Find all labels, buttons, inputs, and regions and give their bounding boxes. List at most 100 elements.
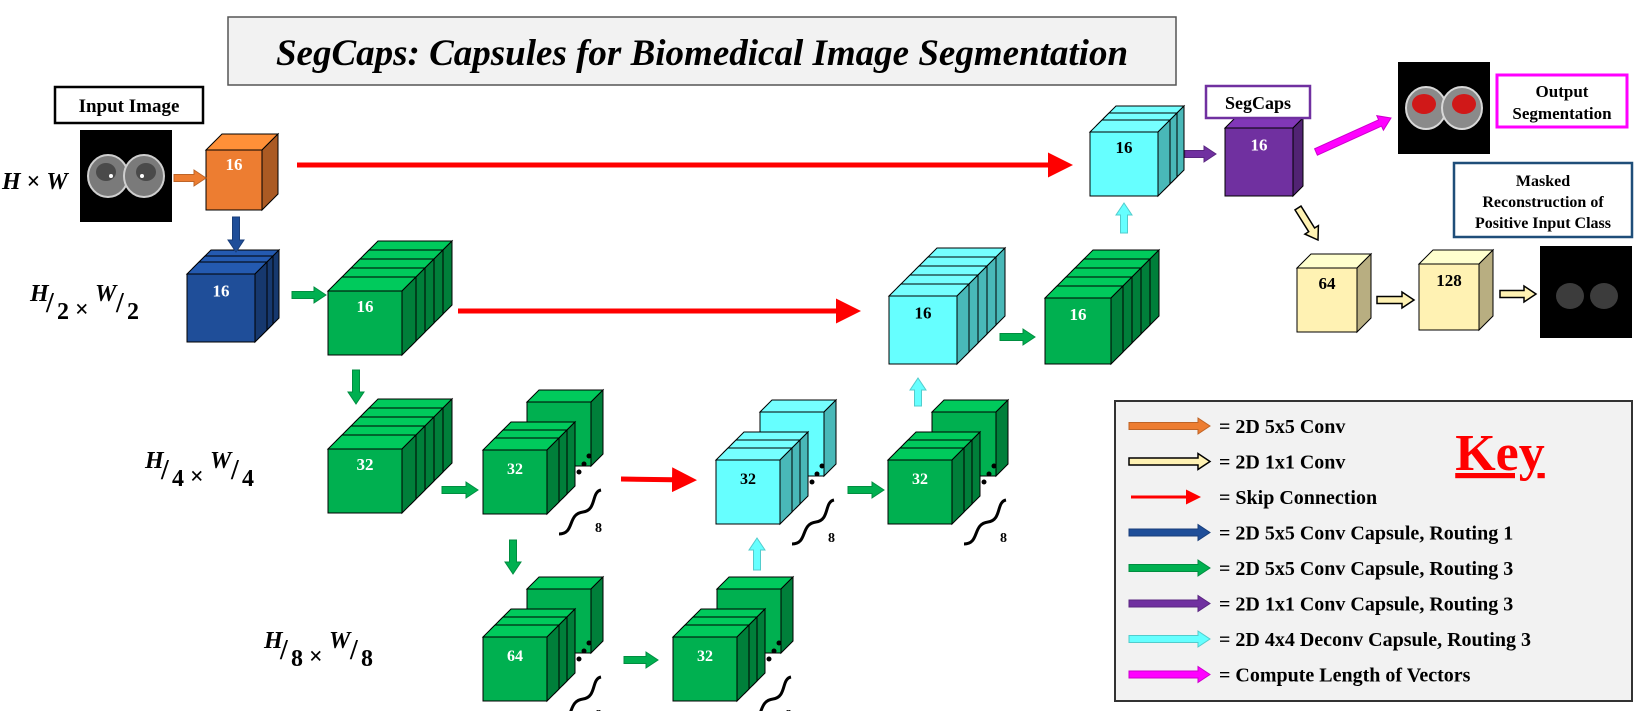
key-title: Key [1455,425,1545,482]
svg-text:/: / [349,635,359,666]
enc-caps-eighth-a: 648 [481,575,605,716]
primary-caps-block: 16 [185,248,281,344]
enc-caps-quarter-b-label: 32 [507,461,523,478]
arrow-enc2-down [347,369,365,405]
key-item: = 2D 5x5 Conv Capsule, Routing 1 [1128,523,1513,545]
segcaps-label-box: SegCaps [1204,84,1312,120]
key-item: = 2D 1x1 Conv Capsule, Routing 3 [1128,594,1513,616]
scale-label-quarter: H / 4 × W / 4 [144,448,254,492]
key-item: = 2D 5x5 Conv Capsule, Routing 3 [1128,558,1513,580]
svg-text:H: H [144,448,165,474]
arrow-dec3b-up [909,377,927,407]
enc-caps-half: 16 [326,239,454,357]
scale-label-half: H / 2 × W / 2 [29,281,139,325]
input-image-group: Input Image [53,85,205,222]
dec-caps-half-b-label: 16 [1070,305,1087,324]
arrow-dec2b-up [1115,202,1133,234]
input-image-label: Input Image [79,96,180,117]
recon-label-line2: Reconstruction of [1482,194,1604,211]
svg-text:8: 8 [361,646,373,672]
key-item-label: = 2D 5x5 Conv [1219,416,1345,438]
arrow-input-to-conv [173,169,207,187]
arrow-enc3a-to-enc3b [441,481,479,499]
dec-caps-quarter-b: 32 8 [886,398,1010,546]
recon-image [1540,246,1632,338]
enc-caps-quarter-b: 32 8 [481,388,605,536]
key-item-label: = 2D 5x5 Conv Capsule, Routing 1 [1219,523,1513,545]
key-item: = 2D 5x5 Conv [1128,416,1345,438]
arrow-recon-b-to-image [1499,284,1538,304]
arrow-recon-a-to-b [1376,290,1416,310]
input-image [80,130,172,222]
key-item-label: = Skip Connection [1219,487,1377,509]
recon-label-line1: Masked [1516,173,1570,190]
svg-text:W: W [210,448,233,474]
svg-text:8: 8 [291,646,303,672]
enc-caps-quarter-a: 32 [326,397,454,515]
enc-caps-half-label: 16 [357,297,374,316]
skip-arrow-quarter [620,467,697,493]
dec-caps-quarter-a: 328 [714,398,838,546]
dec-caps-quarter-b-count: 8 [1000,531,1007,546]
enc-caps-eighth-b-label: 32 [697,648,713,665]
recon-block-a: 64 [1295,252,1373,334]
arrow-enc4b-up [748,537,766,571]
dec-caps-quarter-b-label: 32 [912,471,928,488]
diagram-title: SegCaps: Capsules for Biomedical Image S… [276,33,1128,74]
arrow-dec2-to-dec2b [999,328,1036,346]
recon-label-box: Masked Reconstruction of Positive Input … [1452,161,1634,239]
title-box: SegCaps: Capsules for Biomedical Image S… [227,16,1177,86]
svg-text:×: × [190,464,204,490]
svg-text:4: 4 [172,466,184,492]
key-swatch-arrow [1128,452,1212,471]
key-swatch-arrow [1128,523,1211,542]
svg-text:/: / [115,288,125,319]
key-swatch-arrow [1128,417,1211,435]
key-item: = 2D 4x4 Deconv Capsule, Routing 3 [1128,629,1531,651]
key-item-label: = 2D 5x5 Conv Capsule, Routing 3 [1219,558,1513,580]
key-box: Key = 2D 5x5 Conv = 2D 1x1 Conv = Skip Con… [1114,400,1633,702]
recon-block-b: 128 [1417,248,1495,332]
key-swatch-arrow [1128,594,1211,613]
output-label-line1: Output [1536,82,1589,101]
key-item-label: = Compute Length of Vectors [1219,665,1471,687]
svg-text:H×W: H×W [1,169,69,195]
segcaps-label: SegCaps [1225,93,1291,113]
key-swatch-arrow [1128,630,1211,648]
svg-text:2: 2 [127,299,139,325]
key-item-label: = 2D 1x1 Conv Capsule, Routing 3 [1219,594,1513,616]
svg-text:2: 2 [57,299,69,325]
key-swatch-arrow [1128,559,1211,577]
dec-caps-full: 16 [1088,104,1186,198]
dec-caps-quarter-a-label: 32 [740,471,756,488]
arrow-dec3-to-dec3b [847,481,885,499]
recon-label-line3: Positive Input Class [1475,215,1611,232]
key-item: = 2D 1x1 Conv [1128,452,1345,474]
scale-label-eighth: H / 8 × W / 8 [263,628,373,672]
svg-text:4: 4 [242,466,254,492]
recon-block-b-label: 128 [1436,271,1462,290]
primary-caps-block-label: 16 [213,281,230,300]
output-label-line2: Segmentation [1512,104,1612,123]
svg-text:H: H [263,628,284,654]
conv1-block: 16 [204,132,280,212]
conv1-block-label: 16 [226,155,243,174]
key-swatch-arrow [1128,665,1211,684]
svg-text:×: × [75,297,89,323]
segcaps-block: 16 [1223,116,1305,198]
svg-text:/: / [230,455,240,486]
svg-text:×: × [309,644,323,670]
scale-label-full: H×W [1,169,69,195]
key-item-label: = 2D 4x4 Deconv Capsule, Routing 3 [1219,629,1531,651]
arrow-conv-to-primary [227,216,245,253]
key-item: = Skip Connection [1131,487,1377,509]
enc-caps-quarter-b-count: 8 [595,521,602,536]
dec-caps-half-a: 16 [887,246,1007,366]
key-item: = Compute Length of Vectors [1128,665,1471,687]
output-group: Output Segmentation [1398,62,1629,154]
svg-text:/: / [160,455,170,486]
arrow-segcaps-to-output [1313,115,1392,156]
segcaps-block-label: 16 [1251,135,1268,154]
skip-connections [297,152,1073,493]
svg-text:/: / [45,288,55,319]
